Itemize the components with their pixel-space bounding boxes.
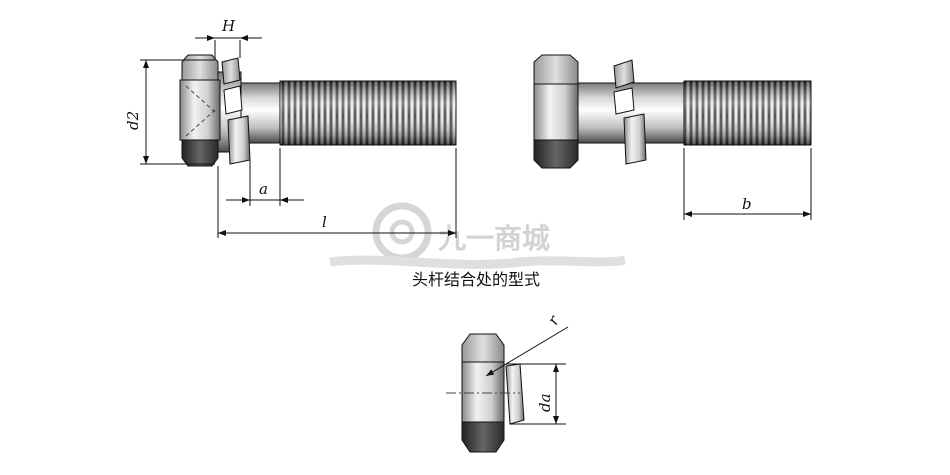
right-bolt	[533, 54, 812, 169]
dim-label-b: b	[742, 195, 752, 213]
left-bolt-hex-head	[179, 54, 221, 167]
dim-l: l	[217, 148, 457, 238]
dim-label-l: l	[322, 213, 327, 231]
dim-label-d2: d2	[124, 111, 142, 130]
watermark-text: 九一商城	[438, 222, 550, 255]
right-bolt-spring-washer	[613, 59, 647, 165]
detail-bolt	[446, 333, 525, 453]
watermark: 九一商城	[329, 202, 626, 269]
dim-label-a: a	[259, 180, 268, 198]
left-bolt-spring-washer	[221, 57, 251, 165]
detail-hex-head	[461, 333, 505, 453]
dim-a: a	[226, 148, 304, 206]
right-bolt-hex-head	[533, 54, 579, 169]
detail-washer	[505, 363, 525, 425]
figure-caption: 头杆结合处的型式	[412, 270, 540, 289]
dim-da: da	[506, 363, 566, 425]
dim-label-da: da	[536, 393, 554, 412]
right-bolt-thread-shade	[684, 81, 811, 145]
dim-label-r: r	[544, 312, 564, 328]
left-bolt-thread-shade	[280, 81, 456, 145]
watermark-brush-stroke	[329, 255, 626, 269]
dim-d2: d2	[124, 59, 215, 165]
left-bolt	[179, 54, 457, 167]
dim-b: b	[683, 148, 812, 220]
dim-label-H: H	[221, 17, 236, 35]
watermark-logo-core	[389, 219, 415, 245]
dim-H: H	[195, 17, 262, 60]
watermark-logo-ring	[372, 202, 432, 262]
